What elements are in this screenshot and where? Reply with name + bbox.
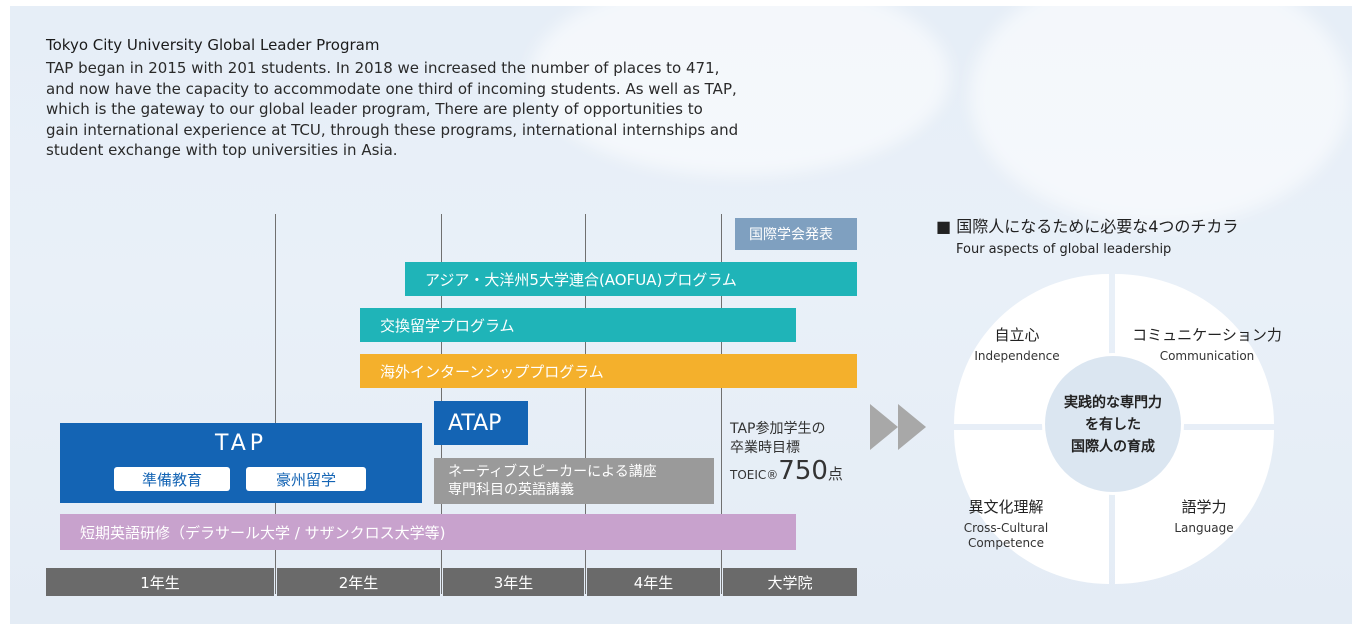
- internship-program-bar: 海外インターンシッププログラム: [360, 354, 857, 388]
- aspects-title-jp: ■ 国際人になるために必要な4つのチカラ: [936, 217, 1239, 236]
- aspect-label-jp: 自立心: [994, 326, 1040, 344]
- aspect-label-jp: コミュニケーション力: [1132, 326, 1282, 344]
- tap-label: TAP: [214, 431, 268, 456]
- toeic-score: 750: [778, 456, 828, 486]
- intro-line: TAP began in 2015 with 201 students. In …: [46, 59, 720, 77]
- aspect-communication: コミュニケーション力 Communication: [1132, 324, 1282, 363]
- center-line: 実践的な専門力: [1064, 395, 1162, 411]
- year-1-label: 1年生: [46, 568, 274, 596]
- intro-line: gain international experience at TCU, th…: [46, 120, 739, 139]
- short-term-english-training-bar: 短期英語研修（デラサール大学 / サザンクロス大学等): [60, 514, 796, 550]
- australia-study-pill: 豪州留学: [246, 467, 366, 491]
- graduate-school-label: 大学院: [723, 568, 857, 596]
- center-line: を有した: [1085, 417, 1141, 433]
- intro-line: and now have the capacity to accommodate…: [46, 79, 737, 98]
- center-text: 実践的な専門力 を有した 国際人の育成: [1042, 392, 1184, 458]
- score-unit: 点: [827, 465, 843, 483]
- goal-line: TAP参加学生の: [730, 421, 826, 437]
- aspect-cross-cultural: 異文化理解 Cross-Cultural Competence: [954, 496, 1058, 551]
- native-speaker-box: ネーティブスピーカーによる講座 専門科目の英語講義: [434, 458, 714, 504]
- diagram-canvas: Tokyo City University Global Leader Prog…: [10, 6, 1352, 624]
- aspect-label-en: Independence: [974, 349, 1060, 363]
- goal-score-row: TOEIC®750点: [730, 458, 843, 485]
- year-4-label: 4年生: [587, 568, 720, 596]
- aspect-label-jp: 異文化理解: [968, 498, 1044, 516]
- double-chevron-right-icon: [870, 404, 926, 450]
- atap-box: ATAP: [434, 401, 528, 445]
- year-divider: [275, 214, 276, 594]
- intro-line: which is the gateway to our global leade…: [46, 100, 703, 118]
- aspect-label-jp: 語学力: [1181, 498, 1227, 516]
- intro-body: TAP began in 2015 with 201 students. In …: [46, 58, 836, 161]
- tap-box: TAP 準備教育 豪州留学: [60, 423, 422, 503]
- year-2-label: 2年生: [277, 568, 440, 596]
- aspect-independence: 自立心 Independence: [962, 324, 1072, 363]
- center-line: 国際人の育成: [1071, 439, 1155, 455]
- aspects-title-en: Four aspects of global leadership: [956, 242, 1172, 257]
- intro-line: student exchange with top universities i…: [46, 141, 398, 159]
- exchange-program-bar: 交換留学プログラム: [360, 308, 796, 342]
- aspect-label-en: Communication: [1159, 349, 1255, 363]
- toeic-goal: TAP参加学生の 卒業時目標 TOEIC®750点: [730, 420, 843, 485]
- toeic-label: TOEIC®: [730, 468, 779, 482]
- map-background: [530, 6, 950, 176]
- year-divider: [585, 214, 586, 594]
- aspect-language: 語学力 Language: [1154, 496, 1254, 535]
- year-3-label: 3年生: [443, 568, 584, 596]
- preparatory-education-pill: 準備教育: [114, 467, 230, 491]
- native-line: ネーティブスピーカーによる講座: [448, 464, 657, 480]
- year-divider: [721, 214, 722, 594]
- aspect-label-en: Language: [1174, 521, 1234, 535]
- conference-presentation-bar: 国際学会発表: [735, 218, 857, 250]
- goal-line: 卒業時目標: [730, 440, 800, 456]
- intro-title: Tokyo City University Global Leader Prog…: [46, 36, 380, 54]
- aspects-circle: 実践的な専門力 を有した 国際人の育成 自立心 Independence コミュ…: [954, 274, 1282, 584]
- aofua-program-bar: アジア・大洋州5大学連合(AOFUA)プログラム: [405, 262, 857, 296]
- center-circle: [1042, 353, 1184, 495]
- native-line: 専門科目の英語講義: [448, 482, 574, 498]
- map-background-right: [970, 6, 1350, 226]
- aspect-label-en: Cross-Cultural Competence: [963, 521, 1049, 550]
